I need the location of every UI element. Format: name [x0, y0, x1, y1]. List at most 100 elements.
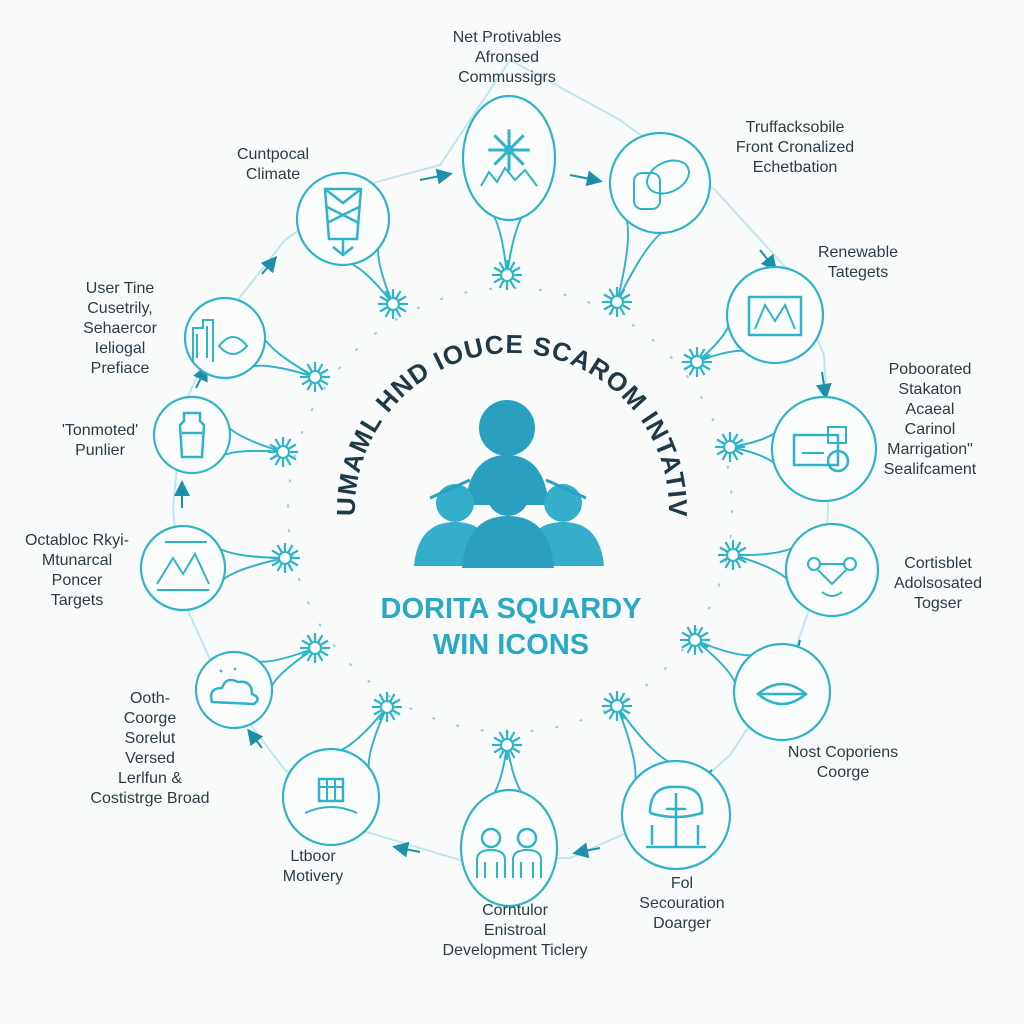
balloon-circle — [725, 265, 825, 365]
center-subtitle-line1: DORITA SQUARDY — [381, 593, 642, 625]
balloon-circle — [281, 747, 381, 847]
balloon-circle — [784, 522, 880, 618]
panel-icon — [747, 295, 803, 337]
network-icon — [807, 557, 857, 597]
node-label-line: Secouration — [639, 895, 724, 912]
node-label-line: Carinol — [905, 421, 956, 438]
balloon-circle — [194, 650, 274, 730]
cycle-node: 'Tonmoted' Punlier — [62, 395, 298, 475]
tower-icon — [323, 187, 363, 257]
flow-arrow — [572, 842, 601, 859]
node-label-line: Doarger — [653, 915, 711, 932]
node-label-line: Cuntpocal — [237, 146, 309, 163]
bottle-icon — [178, 411, 206, 459]
node-label-line: Stakaton — [898, 381, 961, 398]
node-label-line: Marrigation" — [887, 441, 973, 458]
node-label-line: Renewable — [818, 244, 898, 261]
node-label-line: Poncer — [52, 572, 103, 589]
node-label-line: Nost Coporiens — [788, 744, 898, 761]
node-label-line: Climate — [246, 166, 300, 183]
flow-arrow — [419, 168, 453, 185]
monitor-icon — [792, 426, 850, 473]
balloon-circle — [139, 524, 227, 612]
building-icon — [304, 777, 358, 814]
node-label-line: 'Tonmoted' — [62, 422, 138, 439]
burst-dot-icon — [268, 437, 298, 467]
burst-dot-icon — [682, 347, 712, 377]
node-label: 'Tonmoted' Punlier — [62, 422, 138, 459]
node-label-line: Octabloc Rkyi- — [25, 532, 129, 549]
burst-dot-icon — [718, 540, 748, 570]
flow-arrow — [260, 255, 278, 275]
landscape-icon — [156, 541, 210, 591]
node-label-line: Versed — [125, 750, 175, 767]
burst-dot-icon — [270, 543, 300, 573]
node-label-line: Ieliogal — [95, 340, 146, 357]
balloon-circle — [732, 642, 832, 742]
node-label-line: Net Protivables — [453, 29, 562, 46]
node-label-line: Punlier — [75, 442, 125, 459]
flow-arrow — [569, 170, 603, 187]
burst-dot-icon — [602, 691, 632, 721]
people-icon — [476, 827, 542, 878]
hands-icon — [633, 159, 690, 210]
node-label-line: Coorge — [124, 710, 177, 727]
node-label-line: Afronsed — [475, 49, 539, 66]
balloon-circle — [183, 296, 267, 380]
node-label-line: Truffacksobile — [746, 119, 845, 136]
tree-icon — [646, 785, 706, 849]
balloon-circle — [459, 788, 559, 908]
node-label-line: Commussigrs — [458, 69, 556, 86]
flow-arrow — [392, 841, 421, 858]
node-label-line: Sehaercor — [83, 320, 157, 337]
burst-dot-icon — [378, 289, 408, 319]
node-label-line: Lerlfun & — [118, 770, 182, 787]
flow-arrow — [193, 364, 208, 389]
node-label-line: Front Cronalized — [736, 139, 854, 156]
burst-dot-icon — [300, 362, 330, 392]
node-label-line: Sealifcament — [884, 461, 977, 478]
burst-dot-icon — [372, 692, 402, 722]
node-label-line: Motivery — [283, 868, 343, 885]
node-label-line: Cortisblet — [904, 555, 972, 572]
node-label-line: Coorge — [817, 764, 870, 781]
center-subtitle-line2: WIN ICONS — [433, 629, 589, 661]
burst-dot-icon — [715, 432, 745, 462]
node-label-line: Enistroal — [484, 922, 546, 939]
node-label-line: Poboorated — [889, 361, 972, 378]
node-label-line: Tategets — [828, 264, 888, 281]
burst-dot-icon — [300, 633, 330, 663]
burst-dot-icon — [492, 260, 522, 290]
node-label-line: Corntulor — [482, 902, 548, 919]
lips-icon — [756, 682, 808, 706]
flow-arrow — [247, 728, 264, 749]
node-label-line: Costistrge Broad — [90, 790, 209, 807]
node-label-line: Togser — [914, 595, 963, 612]
node-label-line: Ooth- — [130, 690, 170, 707]
node-label-line: Prefiace — [91, 360, 150, 377]
node-label-line: Targets — [51, 592, 103, 609]
